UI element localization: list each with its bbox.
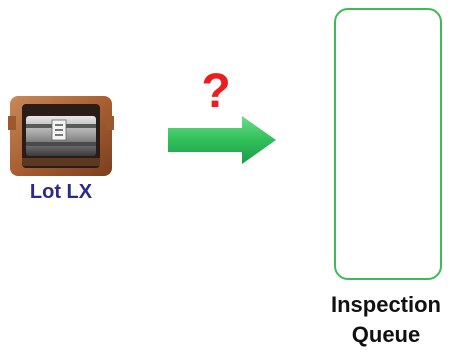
inspection-queue-label: Inspection Queue bbox=[316, 290, 456, 350]
question-mark: ? bbox=[201, 65, 231, 118]
lot-label: Lot LX bbox=[29, 181, 93, 203]
lot-component-image bbox=[8, 96, 114, 176]
queue-label-line-2: Queue bbox=[351, 322, 421, 347]
right-arrow-icon bbox=[168, 116, 276, 164]
queue-label-line-1: Inspection bbox=[330, 292, 441, 317]
inspection-queue-box bbox=[334, 8, 442, 280]
